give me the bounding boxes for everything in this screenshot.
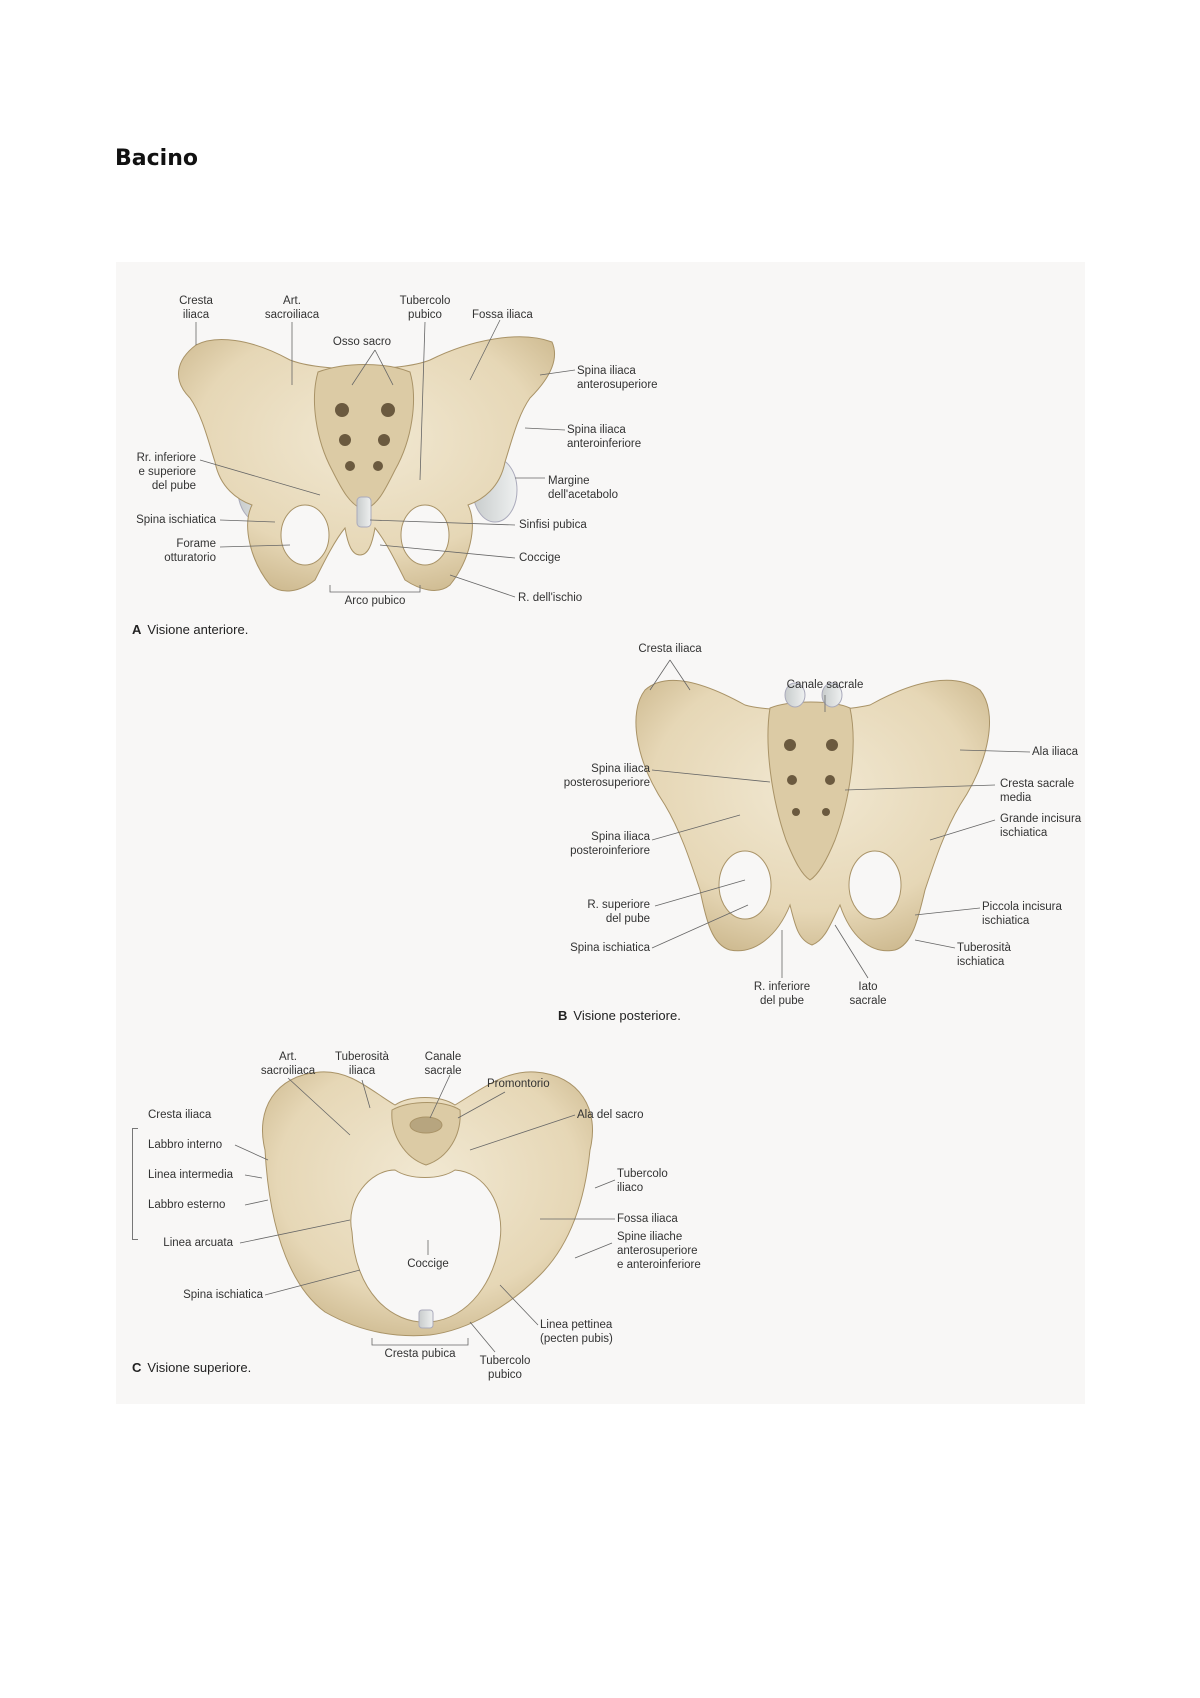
label-c-cresta-pubica: Cresta pubica — [384, 1348, 456, 1360]
label-a-spina-ischiatica: Spina ischiatica — [136, 514, 216, 526]
label-a-osso-sacro: Osso sacro — [332, 336, 392, 348]
label-c-linea-arcuata: Linea arcuata — [163, 1237, 233, 1249]
label-a-r-ischio: R. dell'ischio — [518, 592, 583, 604]
label-c-ala-sacro: Ala del sacro — [577, 1109, 644, 1121]
label-b-grande-incisura: Grande incisura ischiatica — [1000, 813, 1082, 839]
label-a-margine-acetabolo: Margine dell'acetabolo — [548, 475, 618, 501]
label-a-spina-anterosup: Spina iliaca anterosuperiore — [577, 365, 658, 391]
label-b-spina-ischiatica: Spina ischiatica — [570, 942, 650, 954]
label-c-labbro-interno: Labbro interno — [148, 1139, 223, 1151]
label-c-art-sacroiliaca: Art. sacroiliaca — [260, 1051, 316, 1077]
label-c-spina-ischiatica: Spina ischiatica — [183, 1289, 263, 1301]
label-c-labbro-esterno: Labbro esterno — [148, 1199, 226, 1211]
label-b-piccola-incisura: Piccola incisura ischiatica — [982, 901, 1062, 927]
label-b-ala-iliaca: Ala iliaca — [1032, 746, 1079, 758]
figure-a-pelvis — [178, 336, 556, 592]
label-c-tubercolo-pubico: Tubercolo pubico — [479, 1355, 531, 1381]
page-title: Bacino — [115, 146, 198, 171]
label-a-spina-anteroinf: Spina iliaca anteroinferiore — [567, 424, 642, 450]
label-c-linea-intermedia: Linea intermedia — [148, 1169, 234, 1181]
label-c-promontorio: Promontorio — [487, 1078, 550, 1090]
label-c-tuberosita-iliaca: Tuberosità iliaca — [335, 1051, 389, 1077]
label-b-canale-sacrale: Canale sacrale — [786, 679, 864, 691]
label-a-forame-otturatorio: Forame otturatorio — [164, 538, 216, 564]
label-b-cresta-sacrale: Cresta sacrale media — [1000, 778, 1075, 804]
labbro-bracket — [132, 1128, 138, 1240]
label-c-canale-sacrale: Canale sacrale — [424, 1051, 462, 1077]
figure-c-pelvis — [261, 1071, 594, 1337]
leader-lines — [195, 319, 1031, 1353]
label-c-linea-pettinea: Linea pettinea (pecten pubis) — [540, 1319, 613, 1345]
label-a-art-sacroiliaca: Art. sacroiliaca — [264, 295, 320, 321]
label-c-coccige: Coccige — [407, 1258, 449, 1270]
label-c-tubercolo-iliaco: Tubercolo iliaco — [617, 1168, 668, 1194]
figure-b-pelvis — [635, 679, 990, 952]
label-c-cresta-iliaca: Cresta iliaca — [148, 1109, 212, 1121]
label-b-r-sup-pube: R. superiore del pube — [587, 899, 650, 925]
label-c-spine-iliache: Spine iliache anterosuperiore e anteroin… — [617, 1231, 701, 1271]
label-a-arco-pubico: Arco pubico — [344, 595, 406, 607]
label-b-iato-sacrale: Iato sacrale — [849, 981, 887, 1007]
label-a-rr-pube: Rr. inferiore e superiore del pube — [136, 452, 196, 492]
label-a-coccige: Coccige — [519, 552, 561, 564]
label-a-sinfisi-pubica: Sinfisi pubica — [519, 519, 587, 531]
label-b-spina-posteroinf: Spina iliaca posteroinferiore — [570, 831, 650, 857]
label-a-cresta-iliaca: Cresta iliaca — [179, 295, 213, 321]
label-b-tuberosita: Tuberosità ischiatica — [957, 942, 1011, 968]
label-a-fossa-iliaca: Fossa iliaca — [472, 309, 533, 321]
label-b-cresta-iliaca: Cresta iliaca — [638, 643, 702, 655]
label-c-fossa-iliaca: Fossa iliaca — [617, 1213, 678, 1225]
label-b-spina-posterosup: Spina iliaca posterosuperiore — [563, 763, 650, 789]
label-a-tubercolo-pubico: Tubercolo pubico — [399, 295, 451, 321]
label-b-r-inf-pube: R. inferiore del pube — [753, 981, 811, 1007]
